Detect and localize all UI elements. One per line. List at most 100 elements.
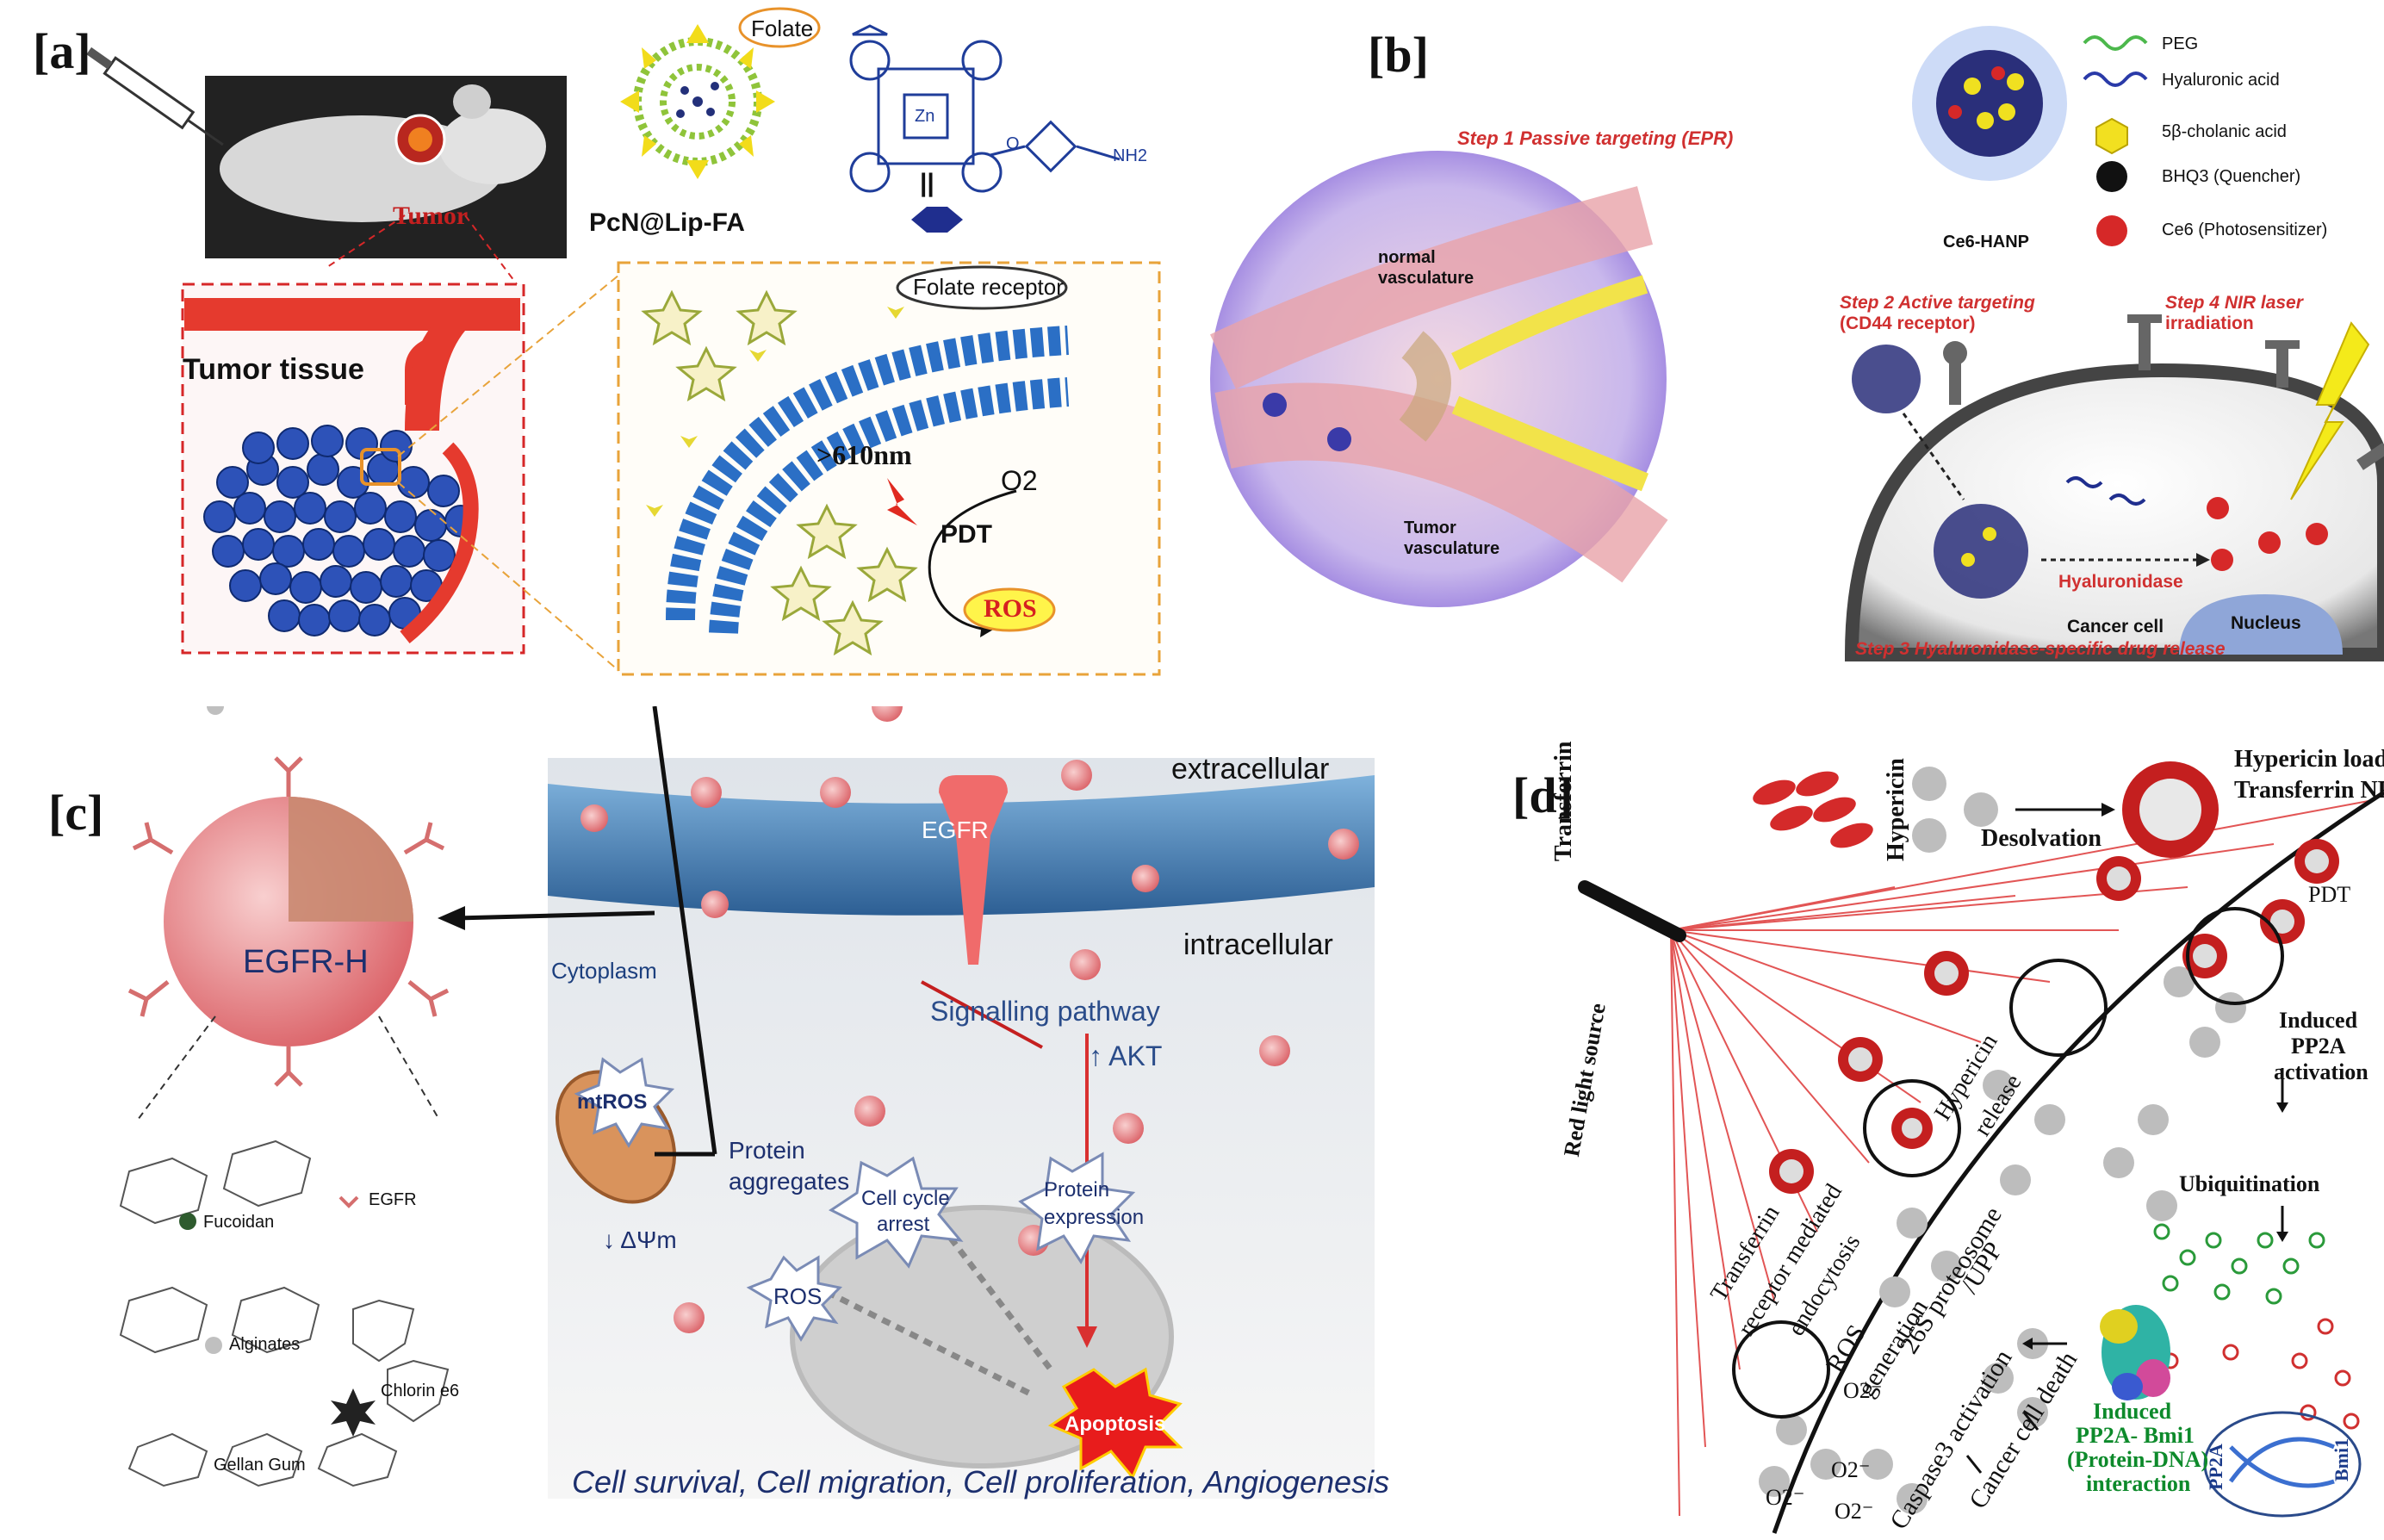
zn-label: Zn [915, 107, 935, 126]
normal-vasculature-line2: vasculature [1378, 269, 1474, 288]
protein-expression-line1: Protein [1044, 1178, 1110, 1202]
wavelength-label: >610nm [816, 439, 912, 470]
panel-label: [b] [1368, 27, 1429, 83]
hexagon-icon [911, 207, 963, 233]
o2-minus-4: O2⁻ [1835, 1499, 1874, 1524]
protein-expression-line2: expression [1044, 1206, 1145, 1229]
fucoidan-dot [179, 1213, 196, 1230]
signalling-label: Signalling pathway [930, 996, 1160, 1027]
ubiquitin-rings [2153, 1223, 2360, 1430]
np-label-line2: Transferrin NPs [2234, 777, 2384, 804]
equals-sign: || [920, 169, 934, 197]
egfr-label: EGFR [922, 817, 989, 843]
desolvation-label: Desolvation [1981, 825, 2102, 852]
panel-b: [b] Step 1 Passive targeting (EPR) norma… [1197, 0, 2384, 689]
akt-label: ↑ AKT [1089, 1040, 1163, 1071]
legend-bhq3: BHQ3 (Quencher) [2162, 167, 2301, 186]
cell-membrane [666, 326, 1070, 634]
step3-label: Step 3 Hyaluronidase-specific drug relea… [1855, 639, 2226, 659]
panel-c-graphics [119, 706, 1375, 1499]
dna-bmi1-label: Bmi1 [2331, 1438, 2352, 1481]
delta-psi-label: ↓ ΔΨm [603, 1226, 677, 1253]
intracellular-label: intracellular [1183, 928, 1333, 961]
bmi-line2: PP2A- Bmi1 [2076, 1423, 2195, 1448]
hyaluronic-acid-icon [2083, 71, 2148, 87]
liposome-name: PcN@Lip-FA [589, 208, 745, 237]
panel-d: [d] Transferrin Hypericin Desolvation Hy… [1412, 723, 2384, 1540]
ubiquitination-label: Ubiquitination [2179, 1171, 2320, 1196]
panel-a-graphics [86, 7, 1161, 676]
egfr-legend-label: EGFR [369, 1190, 417, 1209]
step2-line2: (CD44 receptor) [1840, 314, 1976, 333]
panel-d-graphics [1578, 761, 2384, 1534]
transferrin-nps [1769, 839, 2339, 1194]
pp2a-line1: Induced [2279, 1008, 2358, 1033]
ce6-hanp-label: Ce6-HANP [1943, 233, 2030, 251]
folate-label: Folate [751, 16, 814, 41]
normal-vasculature-line1: normal [1378, 248, 1436, 267]
syringe-icon [86, 47, 224, 146]
legend-ce6: Ce6 (Photosensitizer) [2162, 220, 2328, 239]
tumor-label: Tumor [393, 202, 469, 230]
cholanic-acid-icon [2095, 117, 2128, 155]
ros-label: ROS [984, 594, 1037, 623]
pdt-label-d: PDT [2308, 882, 2351, 907]
protein-expression-burst [1018, 1152, 1136, 1264]
alginates-dot [205, 1337, 222, 1354]
ros-label-c: ROS [773, 1283, 823, 1309]
hypericin-label: Hypericin [1883, 758, 1909, 861]
tumor-cells [203, 425, 477, 636]
cell-cycle-line1: Cell cycle [861, 1187, 950, 1210]
step2-line1: Step 2 Active targeting [1840, 293, 2035, 313]
bmi-line3: (Protein-DNA) [2067, 1447, 2209, 1472]
tumor-vasculature-line2: vasculature [1404, 539, 1500, 558]
egfr-receptor [939, 775, 1008, 965]
panel-c: [c] extracellular intracellular EGFR EGF… [0, 706, 1412, 1540]
mtros-label: mtROS [577, 1090, 648, 1114]
panel-label: [d] [1512, 767, 1574, 823]
folate-receptor-label: Folate receptor [913, 274, 1064, 300]
nh2-label: NH2 [1113, 146, 1148, 165]
dna-pp2a-label: PP2A [2205, 1444, 2226, 1490]
cancer-cell-label: Cancer cell [2067, 617, 2164, 636]
panel-a: [a] Tumor Tumor tissue Folate PcN@Lip-FA… [0, 0, 1192, 689]
alginates-label: Alginates [229, 1335, 301, 1354]
legend-peg: PEG [2162, 34, 2199, 53]
nucleus [2179, 594, 2343, 655]
lightning-icon [887, 478, 917, 525]
footer-caption: Cell survival, Cell migration, Cell prol… [572, 1464, 1390, 1500]
legend-hyaluronic: Hyaluronic acid [2162, 71, 2280, 90]
light-source-icon [1578, 880, 1686, 942]
protein-aggregates-line2: aggregates [729, 1168, 850, 1195]
protein-complex-icon [2100, 1305, 2170, 1400]
pp2a-line2: PP2A [2291, 1034, 2346, 1059]
extracellular-label: extracellular [1171, 753, 1330, 786]
polysaccharide-structures [119, 1139, 450, 1487]
o2-minus-3: O2⁻ [1831, 1457, 1871, 1482]
dna-circle [2203, 1411, 2362, 1518]
pp2a-line3: activation [2274, 1059, 2368, 1084]
step4-line1: Step 4 NIR laser [2165, 293, 2303, 313]
ros-burst [963, 587, 1056, 632]
cell-boundary [1772, 790, 2384, 1534]
np-stars [641, 289, 918, 656]
panel-label: [c] [48, 785, 104, 841]
cell-cycle-line2: arrest [877, 1213, 930, 1236]
endosomes [1732, 907, 2284, 1419]
apoptosis-burst [1047, 1367, 1183, 1480]
o2-minus-2: O2⁻ [1766, 1485, 1805, 1510]
pdt-label: PDT [941, 520, 992, 549]
phthalocyanine-structure [849, 24, 1121, 193]
tumor-vasculature-line1: Tumor [1404, 519, 1456, 537]
step4-line2: irradiation [2165, 314, 2254, 333]
transferrin-icons [1753, 771, 1873, 848]
laser-bolt-icon [2290, 321, 2370, 500]
gellan-label: Gellan Gum [214, 1456, 306, 1475]
np-label-line1: Hypericin loaded [2234, 746, 2384, 773]
chlorin-label: Chlorin e6 [381, 1382, 460, 1400]
cell-cycle-burst [829, 1156, 964, 1269]
hyaluronidase-label: Hyaluronidase [2058, 572, 2183, 592]
panel-label: [a] [33, 23, 91, 79]
liposome-icon [620, 24, 775, 179]
cytoplasm-label: Cytoplasm [551, 958, 657, 984]
